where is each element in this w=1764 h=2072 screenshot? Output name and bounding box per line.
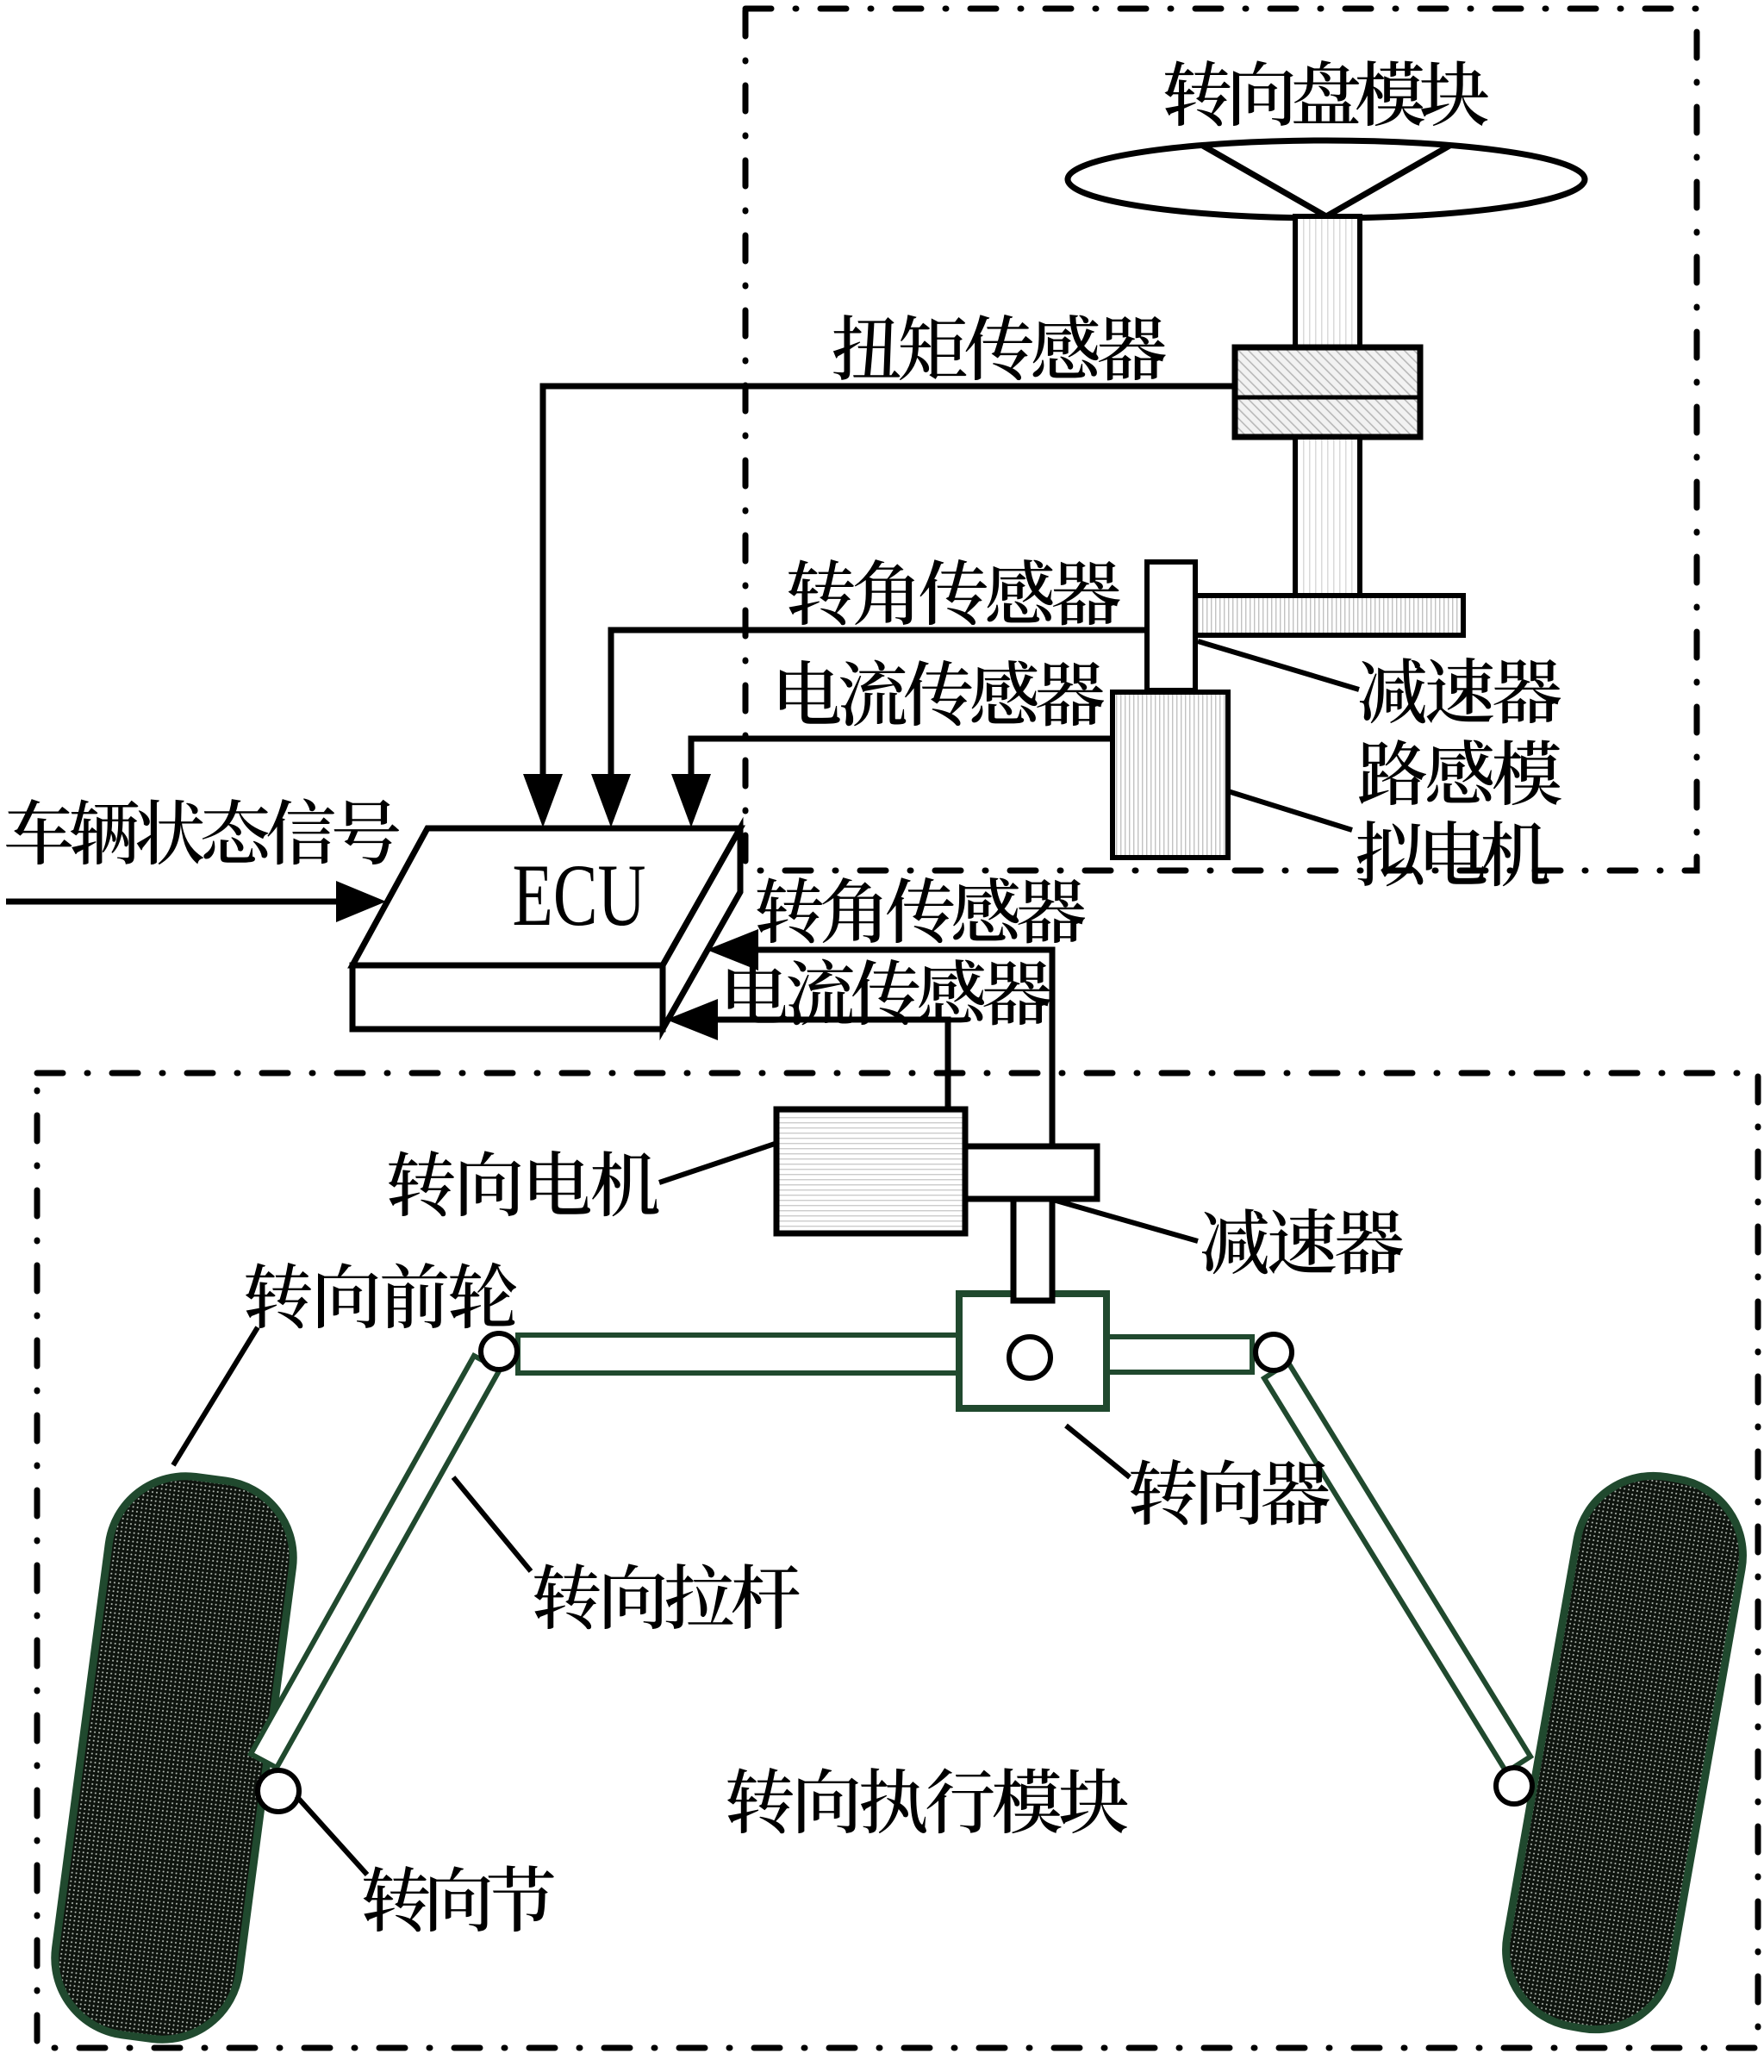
- svg-text:ECU: ECU: [513, 846, 646, 945]
